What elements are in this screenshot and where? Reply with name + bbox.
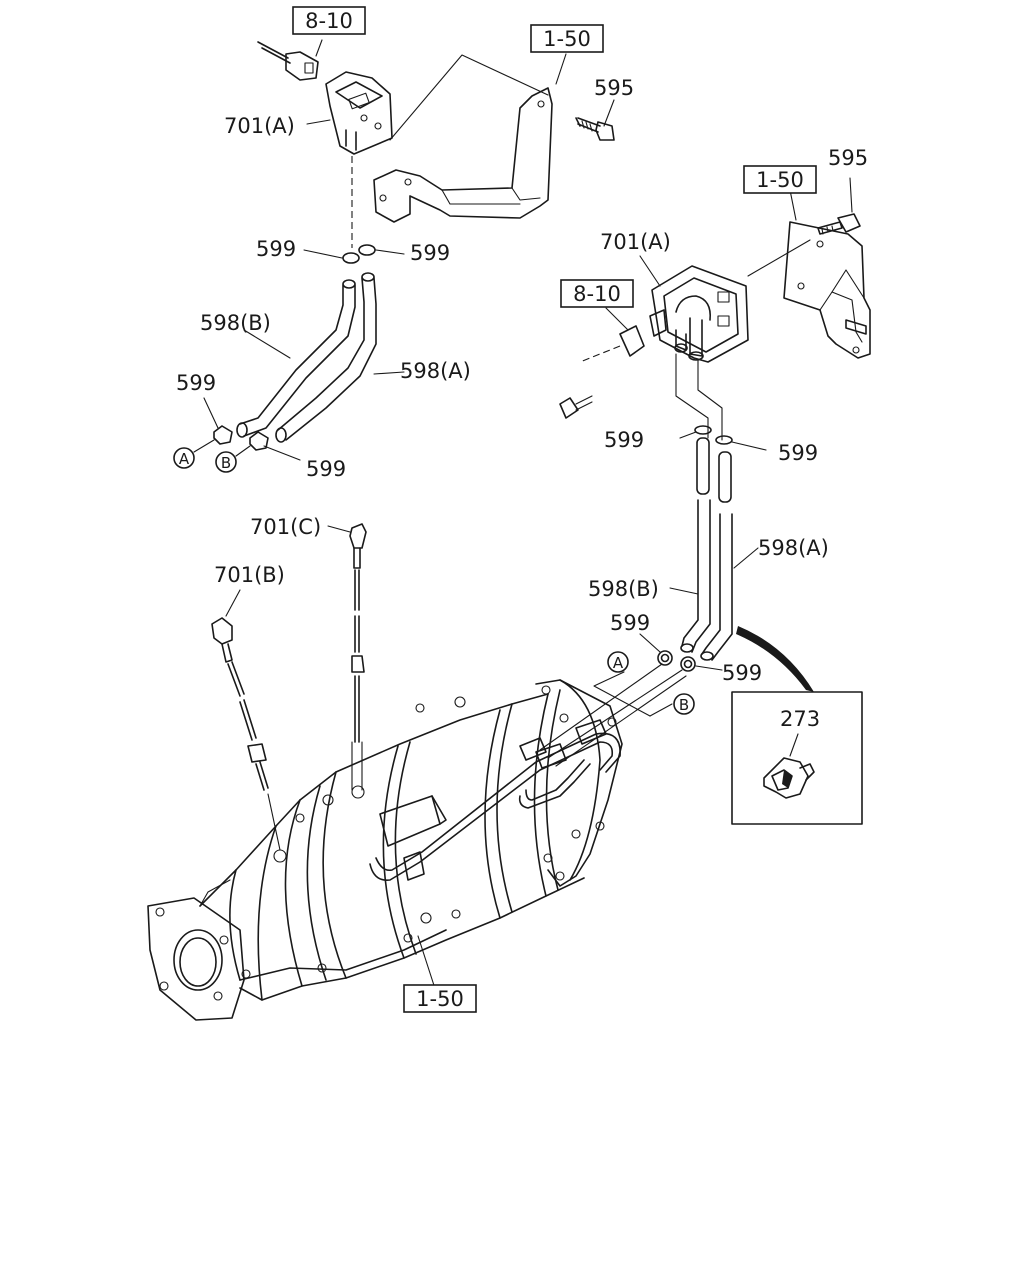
clamp-599 [694, 425, 712, 435]
ref-box-8-10-upper[interactable]: 8-10 [292, 6, 366, 35]
temp-sensor-701c [349, 523, 367, 549]
mounting-bracket-right [783, 221, 871, 359]
connector-markers: A B A B [173, 447, 695, 715]
inset-detail-273 [731, 691, 863, 825]
clamp-599 [358, 244, 376, 256]
label-599[interactable]: 599 [722, 661, 762, 685]
ref-box-1-50-upper[interactable]: 1-50 [530, 24, 604, 53]
label-599[interactable]: 599 [410, 241, 450, 265]
label-595[interactable]: 595 [828, 146, 868, 170]
connector-label: A [179, 450, 190, 468]
label-599[interactable]: 599 [306, 457, 346, 481]
ref-label: 1-50 [543, 27, 591, 51]
connector-b-lower[interactable]: B [673, 693, 695, 715]
harness-plug [559, 397, 579, 419]
label-599[interactable]: 599 [604, 428, 644, 452]
clamp-599 [342, 252, 360, 264]
clamp-599 [715, 435, 733, 445]
label-598a[interactable]: 598(A) [400, 359, 471, 383]
connector-label: A [613, 654, 624, 672]
label-599[interactable]: 599 [610, 611, 650, 635]
mounting-bracket-upper [373, 87, 553, 223]
upper-right-sensor-assembly [559, 177, 871, 441]
connector-label: B [679, 696, 689, 714]
label-599[interactable]: 599 [176, 371, 216, 395]
clip-273 [763, 757, 809, 799]
label-598b[interactable]: 598(B) [588, 577, 659, 601]
bolt-595-right [837, 213, 861, 233]
clamp-599 [680, 656, 696, 672]
upper-right-hose-assembly [593, 425, 814, 717]
label-701c[interactable]: 701(C) [250, 515, 321, 539]
temperature-sensors [211, 523, 367, 851]
pressure-sensor-right [651, 265, 749, 363]
label-273[interactable]: 273 [780, 707, 820, 731]
label-599[interactable]: 599 [256, 237, 296, 261]
label-595[interactable]: 595 [594, 76, 634, 100]
ref-box-1-50-right[interactable]: 1-50 [743, 165, 817, 194]
clamp-599 [657, 650, 673, 666]
ref-label: 1-50 [756, 168, 804, 192]
ref-box-8-10-right[interactable]: 8-10 [560, 279, 634, 308]
inlet-flange [147, 897, 245, 1021]
clamp-599 [213, 425, 233, 445]
label-598b[interactable]: 598(B) [200, 311, 271, 335]
label-701b[interactable]: 701(B) [214, 563, 285, 587]
connector-b-upper[interactable]: B [215, 451, 237, 473]
connector-label: B [221, 454, 231, 472]
ref-box-1-50-bottom[interactable]: 1-50 [403, 984, 477, 1013]
upper-left-hose-assembly [193, 244, 405, 461]
harness-connector [285, 51, 319, 81]
part-labels: 595 595 701(A) 701(A) 599 599 598(B) 598… [176, 76, 868, 731]
pressure-pipe [369, 741, 614, 881]
dpf-exhaust-unit [147, 663, 687, 1021]
reference-boxes: 8-10 1-50 1-50 8-10 1-50 [292, 6, 817, 1013]
temp-sensor-701b [211, 617, 233, 645]
upper-left-sensor-assembly [257, 39, 615, 248]
harness-connector [619, 325, 645, 357]
detail-arrow [736, 626, 814, 692]
bolt-595-upper [595, 121, 615, 141]
label-701a[interactable]: 701(A) [224, 114, 295, 138]
ref-label: 8-10 [573, 282, 621, 306]
label-598a[interactable]: 598(A) [758, 536, 829, 560]
sensor-port [273, 849, 287, 863]
sensor-port [351, 785, 365, 799]
clamp-599 [249, 431, 269, 451]
outlet-flange [535, 679, 623, 887]
ref-label: 8-10 [305, 9, 353, 33]
label-701a[interactable]: 701(A) [600, 230, 671, 254]
connector-a-upper[interactable]: A [173, 447, 195, 469]
connector-a-lower[interactable]: A [607, 651, 629, 673]
ref-label: 1-50 [416, 987, 464, 1011]
label-599[interactable]: 599 [778, 441, 818, 465]
inset-box [731, 691, 863, 825]
